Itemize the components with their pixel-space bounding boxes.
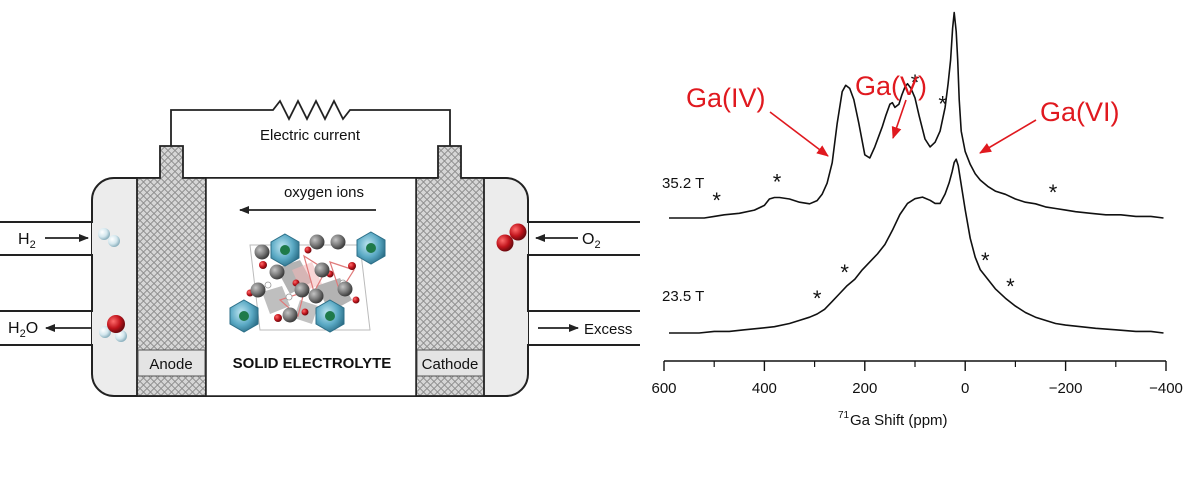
o2-molecule-icon xyxy=(496,223,527,252)
spectrum-line-23-5T xyxy=(669,158,1164,334)
fuel-cell-diagram: Electric current Anode Cathode oxygen io… xyxy=(0,98,640,397)
annotation-ga-iv-arrow xyxy=(769,111,829,157)
h2o-molecule-icon xyxy=(99,315,127,342)
x-tick-label: 600 xyxy=(651,380,676,397)
tetrahedral-ga-unit xyxy=(315,299,345,333)
tetrahedral-ga-unit xyxy=(270,233,300,267)
anode-label: Anode xyxy=(149,356,192,373)
o2-input-label: O2 xyxy=(582,231,601,251)
tetrahedral-ga-unit xyxy=(356,231,386,265)
o2-inlet-tube xyxy=(527,221,640,256)
cathode-electrode xyxy=(415,145,485,397)
ion-flow-label: oxygen ions xyxy=(284,184,364,201)
cathode-label: Cathode xyxy=(422,356,479,373)
series-label-23-5T: 23.5 T xyxy=(662,288,704,305)
annotation-ga-iv: Ga(IV) xyxy=(686,83,766,113)
circuit-wire xyxy=(170,98,451,146)
tetrahedral-ga-unit xyxy=(229,299,259,333)
annotation-ga-vi-arrow xyxy=(979,119,1037,154)
excess-outlet-tube xyxy=(527,310,640,346)
spinning-sideband-marker: * xyxy=(773,170,782,195)
excess-output-label: Excess xyxy=(584,321,632,338)
h2o-output-label: H2O xyxy=(8,320,38,340)
x-axis-ticks: 600 400 200 0 −200 −400 xyxy=(651,361,1183,397)
h2-inlet-tube xyxy=(0,221,93,256)
h2o-outlet-tube xyxy=(0,310,93,346)
spinning-sideband-marker: * xyxy=(840,260,849,285)
h2-input-label: H2 xyxy=(18,231,36,251)
spectrum-line-35-2T xyxy=(669,11,1164,219)
x-tick-label: 400 xyxy=(752,380,777,397)
circuit-label: Electric current xyxy=(260,127,361,144)
x-tick-label: 0 xyxy=(961,380,969,397)
spinning-sideband-marker: * xyxy=(911,70,920,95)
nmr-spectrum-chart: * * * * * * * * * 35.2 T 23.5 T 600 400 200 0 −200 −4… xyxy=(651,11,1183,429)
annotation-ga-v-arrow xyxy=(891,99,907,139)
x-axis-label: 71 Ga Shift (ppm) xyxy=(838,410,948,429)
x-tick-label: 200 xyxy=(852,380,877,397)
h2-molecule-icon xyxy=(98,228,120,247)
spinning-sideband-marker: * xyxy=(1006,274,1015,299)
spectrum-series-layer xyxy=(669,11,1164,334)
electrolyte-label: SOLID ELECTROLYTE xyxy=(233,355,392,372)
annotation-ga-v: Ga(V) xyxy=(855,71,927,101)
spinning-sideband-marker: * xyxy=(938,91,947,116)
spinning-sideband-marker: * xyxy=(1049,180,1058,205)
crystal-structure-illustration xyxy=(229,231,386,333)
annotation-ga-vi: Ga(VI) xyxy=(1040,97,1120,127)
x-axis-label-text: Ga Shift (ppm) xyxy=(850,412,948,429)
x-tick-label: −400 xyxy=(1149,380,1183,397)
spinning-sideband-marker: * xyxy=(712,188,721,213)
spinning-sideband-marker: * xyxy=(813,286,822,311)
sideband-markers-layer: * * * * * * * * * xyxy=(712,70,1057,311)
x-tick-label: −200 xyxy=(1049,380,1083,397)
spinning-sideband-marker: * xyxy=(981,248,990,273)
x-axis-label-sup: 71 xyxy=(838,410,850,421)
series-label-35-2T: 35.2 T xyxy=(662,175,704,192)
